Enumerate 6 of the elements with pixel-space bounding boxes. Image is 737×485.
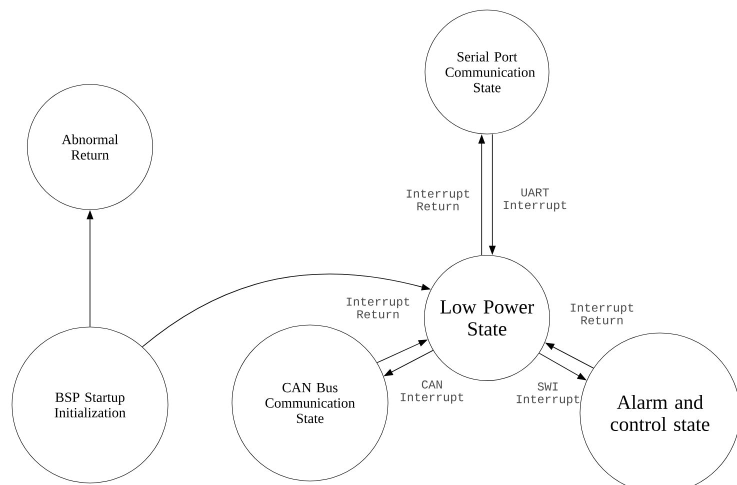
edge-label: UART Interrupt bbox=[504, 188, 566, 212]
edge-label: Interrupt Return bbox=[406, 190, 470, 210]
edge-label: CAN Interrupt bbox=[400, 380, 464, 404]
edge-label: Interrupt Return bbox=[570, 304, 634, 324]
edge-label: Interrupt Return bbox=[346, 298, 410, 318]
edge-label: SWI Interrupt bbox=[516, 382, 580, 406]
